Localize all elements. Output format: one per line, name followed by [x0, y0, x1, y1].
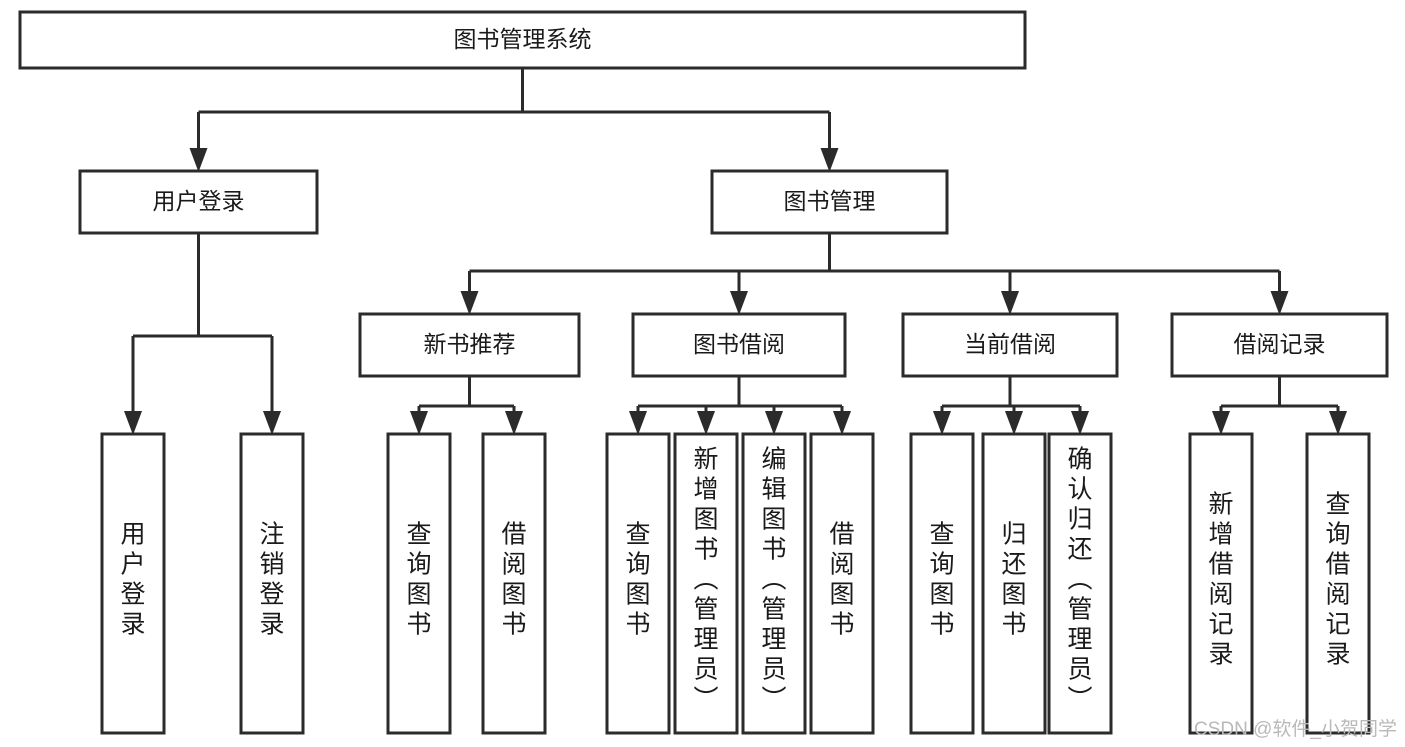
node-box[interactable] [909, 432, 975, 735]
edge-group-login [124, 233, 281, 435]
node-box[interactable] [1188, 432, 1254, 735]
node-b_edit[interactable]: 编辑图书︵管理员︶ [741, 432, 807, 735]
arrow-head-icon [1071, 411, 1089, 435]
edge-group-borrow [629, 376, 851, 435]
arrow-head-icon [629, 411, 647, 435]
node-r_add[interactable]: 新增借阅记录 [1188, 432, 1254, 735]
node-label: 注销登录 [259, 521, 284, 639]
arrow-head-icon [505, 411, 523, 435]
node-r_query[interactable]: 查询借阅记录 [1305, 432, 1371, 735]
node-label: 借阅记录 [1234, 331, 1326, 357]
node-label: 归还图书 [1001, 521, 1026, 639]
node-box[interactable] [78, 169, 319, 235]
node-box[interactable] [386, 432, 452, 735]
node-c_query[interactable]: 查询图书 [909, 432, 975, 735]
node-b_lend[interactable]: 借阅图书 [809, 432, 875, 735]
node-root[interactable]: 图书管理系统 [18, 10, 1027, 70]
arrow-head-icon [1212, 411, 1230, 435]
node-label: 新书推荐 [424, 331, 516, 357]
node-box[interactable] [631, 312, 847, 378]
node-label: 当前借阅 [964, 331, 1056, 357]
node-box[interactable] [1047, 432, 1113, 735]
node-label: 用户登录 [153, 188, 245, 214]
arrow-head-icon [189, 148, 208, 172]
node-bookmgmt[interactable]: 图书管理 [710, 169, 949, 235]
node-box[interactable] [358, 312, 581, 378]
node-box[interactable] [481, 432, 547, 735]
arrow-head-icon [820, 148, 839, 172]
node-borrow[interactable]: 图书借阅 [631, 312, 847, 378]
node-box[interactable] [1305, 432, 1371, 735]
node-label: 查询图书 [625, 521, 650, 639]
node-label: 图书借阅 [693, 331, 785, 357]
node-boxes: 图书管理系统用户登录图书管理新书推荐图书借阅当前借阅借阅记录用户登录注销登录查询… [18, 10, 1389, 735]
node-label: 新增图书︵管理员︶ [693, 446, 718, 714]
node-label: 借阅图书 [501, 521, 526, 639]
node-label: 确认归还︵管理员︶ [1067, 446, 1092, 714]
node-box[interactable] [100, 432, 166, 735]
arrow-head-icon [263, 411, 281, 435]
edge-group-newbook [410, 376, 523, 435]
node-label: 查询图书 [406, 521, 431, 639]
node-l_login[interactable]: 用户登录 [100, 432, 166, 735]
node-box[interactable] [239, 432, 305, 735]
arrow-head-icon [933, 411, 951, 435]
edge-group-bookmgmt [460, 233, 1289, 315]
node-label: 借阅图书 [829, 521, 854, 639]
node-b_add[interactable]: 新增图书︵管理员︶ [673, 432, 739, 735]
node-login[interactable]: 用户登录 [78, 169, 319, 235]
node-l_logout[interactable]: 注销登录 [239, 432, 305, 735]
arrow-head-icon [765, 411, 783, 435]
node-label: 图书管理 [784, 188, 876, 214]
arrow-head-icon [730, 291, 748, 315]
node-label: 图书管理系统 [454, 26, 592, 52]
node-box[interactable] [18, 10, 1027, 70]
edge-group-root [189, 68, 839, 172]
node-newbook[interactable]: 新书推荐 [358, 312, 581, 378]
arrow-head-icon [833, 411, 851, 435]
node-label: 新增借阅记录 [1208, 491, 1233, 669]
arrow-head-icon [1005, 411, 1023, 435]
node-b_query[interactable]: 查询图书 [605, 432, 671, 735]
edge-group-records [1212, 376, 1347, 435]
node-box[interactable] [1170, 312, 1389, 378]
node-c_return[interactable]: 归还图书 [981, 432, 1047, 735]
arrow-head-icon [410, 411, 428, 435]
node-box[interactable] [605, 432, 671, 735]
node-label: 查询借阅记录 [1325, 491, 1350, 669]
edge-group-current [933, 376, 1089, 435]
node-label: 查询图书 [929, 521, 954, 639]
node-box[interactable] [673, 432, 739, 735]
arrow-head-icon [697, 411, 715, 435]
node-label: 用户登录 [120, 521, 145, 639]
connector-edges [124, 68, 1347, 435]
node-n_borrow[interactable]: 借阅图书 [481, 432, 547, 735]
node-box[interactable] [710, 169, 949, 235]
node-box[interactable] [809, 432, 875, 735]
node-box[interactable] [981, 432, 1047, 735]
node-label: 编辑图书︵管理员︶ [761, 446, 786, 714]
arrow-head-icon [124, 411, 142, 435]
arrow-head-icon [1329, 411, 1347, 435]
node-box[interactable] [901, 312, 1119, 378]
node-box[interactable] [741, 432, 807, 735]
arrow-head-icon [1001, 291, 1019, 315]
node-c_confirm[interactable]: 确认归还︵管理员︶ [1047, 432, 1113, 735]
arrow-head-icon [460, 291, 479, 315]
node-n_query[interactable]: 查询图书 [386, 432, 452, 735]
node-records[interactable]: 借阅记录 [1170, 312, 1389, 378]
node-current[interactable]: 当前借阅 [901, 312, 1119, 378]
arrow-head-icon [1270, 291, 1289, 315]
